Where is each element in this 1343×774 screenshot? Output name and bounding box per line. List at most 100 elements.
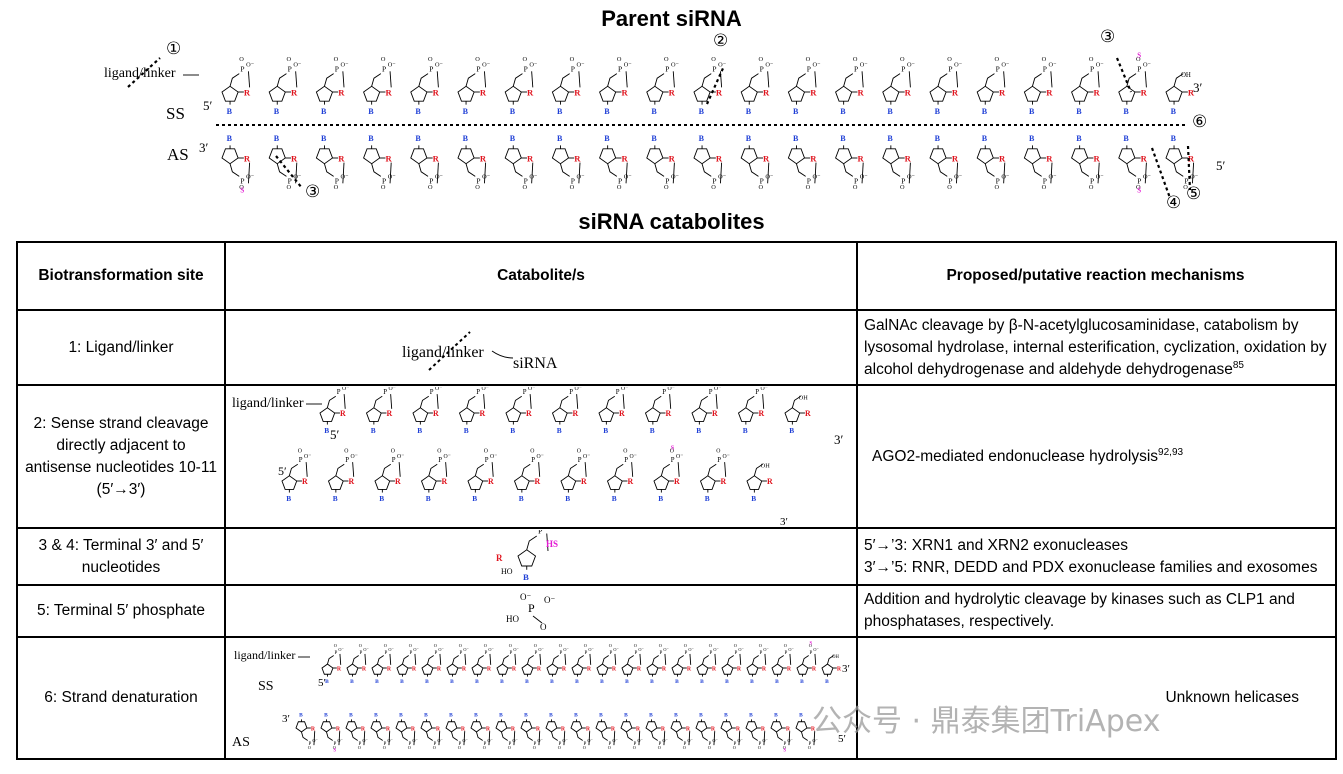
phosphodiester-bond [512,73,523,87]
backbone-bond [389,653,392,665]
ribose-ring [821,663,834,675]
nucleobase-label: B [371,425,376,434]
ribose-ring [513,474,530,490]
denatured-strands-structure: ligand/linker SS AS 5′ 3′ 3′ 5′ BRPO⁻OBR… [232,642,850,754]
ribose-ring [520,721,533,733]
nucleobase-label: B [743,425,748,434]
phosphate-oxygen: O⁻ [513,647,518,652]
phosphorus-label: P [1090,176,1094,185]
ligand-linker-label: ligand/linker [234,648,295,662]
ribose-ring [746,663,759,675]
backbone-bond [484,71,487,88]
phosphorus-label: P [807,176,811,185]
phosphorus-label: P [662,389,666,396]
ribose-ring [412,406,429,422]
backbone-bond [1003,71,1006,88]
phosphate-oxygen: O⁻ [624,62,632,69]
phosphodiester-bond [560,163,570,177]
ribose-ring [670,721,683,733]
backbone-bond [738,731,741,746]
cleavage-site-5 [1186,145,1192,191]
ribose-ring [598,406,615,422]
backbone-bond [767,71,770,88]
ribose-substituent: R [952,87,959,97]
cleavage-site-4 [1150,147,1172,199]
backbone-bond [622,393,625,409]
phosphodiester-bond [843,163,854,177]
phosphate-oxo: O [617,56,622,63]
phosphate-oxo: O [806,184,811,191]
phosphate-oxo: O [540,622,547,632]
phosphate-oxygen: O⁻ [246,174,254,181]
backbone-bond [578,71,581,88]
phosphate-oxo: O [359,643,362,648]
phosphate-oxo: O [684,643,687,648]
phosphate-oxo: O [900,184,905,191]
phosphate-oxo: O [408,745,411,750]
ribose-substituent: R [386,726,391,732]
phosphodiester-bond [526,731,533,741]
backbone-bond [576,393,579,409]
phosphorus-label: P [359,650,362,656]
nucleobase-label: B [299,712,303,718]
phosphodiester-bond [748,73,759,87]
phosphate-oxygen: O⁻ [412,738,417,743]
ribose-substituent: R [636,726,641,732]
phosphorus-label: P [485,457,489,464]
ribose-ring [740,148,758,165]
backbone-bond [720,71,723,88]
phosphodiester-bond [381,463,391,476]
phosphate-oxo: O [433,745,436,750]
phosphorus-label: P [809,650,812,656]
phosphodiester-bond [748,163,759,177]
reference: 92,93 [1158,446,1184,458]
ribose-ring [770,721,783,733]
nucleobase-label: B [774,712,778,718]
phosphorus-label: P [584,650,587,656]
phosphodiester-bond [502,655,509,665]
backbone-bond [956,162,959,184]
cleavage-site-3-as [275,155,303,189]
ribose-ring [496,663,509,675]
phosphorus-label: P [531,457,535,464]
ribose-ring [693,85,711,102]
phosphate-oxygen: O⁻ [435,62,443,69]
phosphorus-label: P [333,741,336,747]
ribose-ring [595,721,608,733]
phosphorus-label: P [558,741,561,747]
hydroxyl-label: OH [761,462,771,469]
ribose-ring [621,663,634,675]
backbone-bond [489,653,492,665]
phosphorus-label: P [383,389,387,396]
nucleobase-label: B [658,493,663,502]
phosphate-oxo: O [900,56,905,63]
phosphate-oxygen: O⁻ [437,738,442,743]
ribose-ring [396,663,409,675]
phosphodiester-bond [476,731,483,741]
mechanism-text: AGO2-mediated endonuclease hydrolysis [872,447,1159,465]
phosphodiester-bond [426,731,433,741]
ribose-ring [546,663,559,675]
nucleobase-label: B [575,679,579,685]
backbone-bond [248,71,251,88]
ribose-ring [644,406,661,422]
phosphorus-label: P [948,64,952,73]
phosphate-oxygen: O⁻ [587,738,592,743]
phosphodiester-bond [288,463,298,476]
backbone-bond [1050,71,1053,88]
nucleobase-label: B [557,425,562,434]
ribose-ring [796,663,809,675]
phosphate-oxygen: O⁻ [529,62,537,69]
ribose-substituent: R [340,409,346,418]
phosphate-oxygen: O⁻ [487,738,492,743]
phosphorus-label: P [1184,176,1188,185]
ribose-substituent: R [787,666,792,672]
phosphorus-label: P [533,741,536,747]
phosphate-oxo: O [381,56,386,63]
ribose-substituent: R [436,726,441,732]
ribose-ring [695,721,708,733]
ribose-substituent: R [669,153,676,163]
backbone-bond [1050,162,1053,184]
ribose-substituent: R [412,666,417,672]
phosphate-oxo: O [633,745,636,750]
